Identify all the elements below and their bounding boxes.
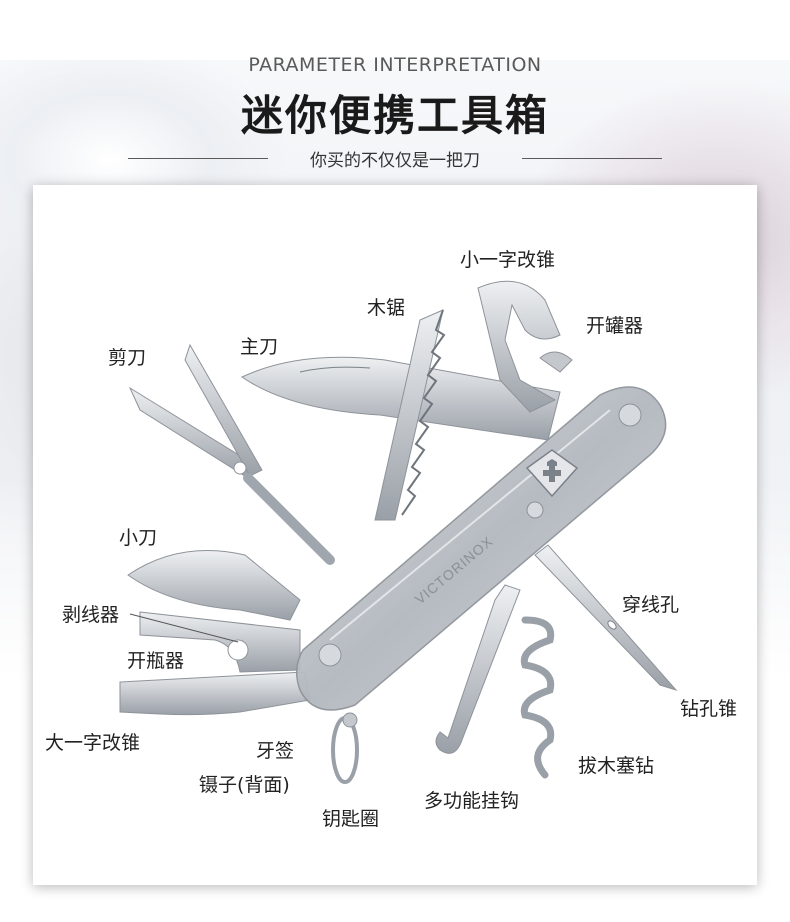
label-large-flat-screwdriver: 大一字改锥 (45, 732, 141, 754)
can-opener-tool (477, 280, 573, 413)
label-small-blade: 小刀 (119, 527, 158, 549)
reamer-awl-tool (534, 544, 678, 692)
key-ring-icon (331, 712, 359, 784)
label-can-opener: 开罐器 (586, 315, 644, 337)
label-multi-hook: 多功能挂钩 (424, 790, 520, 812)
tagline-rule-right (522, 157, 662, 159)
main-blade-tool (240, 356, 561, 441)
page-title: 迷你便携工具箱 (240, 91, 549, 140)
label-tweezers: 镊子(背面) (199, 774, 290, 796)
corkscrew-tool (520, 616, 555, 779)
label-small-flat-screwdriver: 小一字改锥 (460, 249, 556, 271)
product-card (33, 185, 757, 885)
tagline-rule-left (128, 157, 268, 159)
label-scissors: 剪刀 (108, 347, 147, 369)
label-reamer: 穿线孔 (622, 594, 680, 616)
swiss-cross-logo-icon (525, 449, 579, 498)
subtitle-english: PARAMETER INTERPRETATION (248, 54, 542, 76)
saw-tool (374, 309, 446, 521)
label-toothpick: 牙签 (256, 740, 295, 762)
label-main-blade: 主刀 (240, 336, 279, 358)
scissors-tool (128, 343, 335, 565)
small-blade-tool (127, 550, 301, 621)
label-bottle-opener: 开瓶器 (127, 650, 185, 672)
tagline: 你买的不仅仅是一把刀 (310, 150, 480, 171)
knife-handle: VICTORINOX (295, 386, 667, 784)
multi-hook-tool (435, 584, 521, 754)
tagline-row: 你买的不仅仅是一把刀 (128, 146, 662, 171)
label-wire-stripper: 剥线器 (62, 604, 120, 626)
large-screwdriver-tool (119, 671, 311, 716)
label-key-ring: 钥匙圈 (322, 808, 380, 830)
label-corkscrew: 拔木塞钻 (578, 755, 655, 777)
label-awl: 钻孔锥 (680, 698, 738, 720)
label-saw: 木锯 (367, 297, 406, 319)
